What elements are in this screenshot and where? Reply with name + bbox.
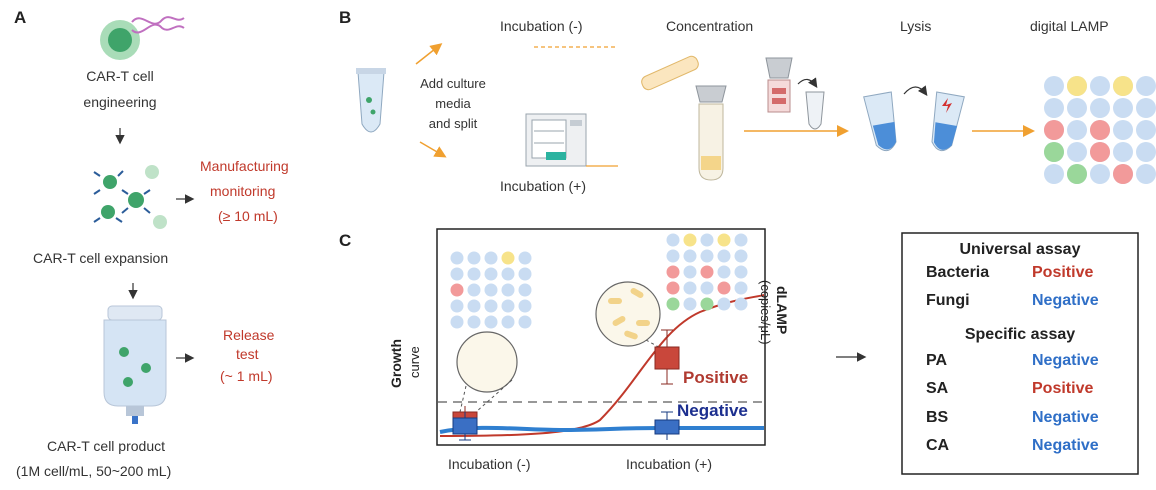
result-row-label: Fungi	[926, 292, 970, 309]
y-axis-left-line2: curve	[407, 346, 422, 378]
lysis-tube-right-icon	[931, 91, 965, 152]
add-culture-line3: and split	[428, 116, 478, 131]
x-tick-incubation-minus: Incubation (-)	[448, 456, 531, 472]
concentration-label: Concentration	[666, 18, 754, 34]
y-axis-left-line1: Growth	[388, 339, 404, 388]
incubation-plus-label: Incubation (+)	[500, 178, 586, 194]
concentration-tube-icon	[695, 85, 727, 181]
result-row-value: Positive	[1032, 380, 1094, 397]
result-row-label: SA	[926, 380, 949, 397]
arrow-split-down	[419, 141, 447, 158]
manufacturing-label-line1: Manufacturing	[200, 158, 289, 174]
universal-assay-title: Universal assay	[959, 241, 1081, 258]
result-row-value: Negative	[1032, 437, 1099, 454]
lysis-label: Lysis	[900, 18, 932, 34]
step-expansion: CAR-T cell expansion	[33, 250, 169, 266]
add-culture-line1: Add culture	[420, 76, 486, 91]
dlamp-chip-icon	[1044, 76, 1156, 184]
panel-b-letter: B	[339, 8, 352, 27]
result-row-label: Bacteria	[926, 264, 990, 281]
release-label-line2: test	[236, 346, 259, 362]
result-row-value: Negative	[1032, 409, 1099, 426]
panel-a-graphics	[93, 16, 195, 424]
boxplot-plus-negative	[654, 411, 680, 440]
y-axis-right-line1: dLAMP	[774, 286, 790, 335]
manufacturing-label-line2: monitoring	[210, 183, 276, 199]
iv-bag-icon	[103, 305, 167, 424]
sample-tube-icon	[356, 68, 386, 133]
lysis-tube-left-icon	[863, 91, 897, 152]
incubation-minus-label: Incubation (-)	[500, 18, 583, 34]
well-grid-minus-icon	[450, 251, 532, 329]
panel-a-letter: A	[14, 8, 27, 27]
plot-frame	[436, 228, 766, 446]
step-engineering-line1: CAR-T cell	[86, 68, 154, 84]
well-grid-plus-icon	[666, 233, 748, 311]
step-product-line2: (1M cell/mL, 50~200 mL)	[16, 463, 172, 479]
dna-helix-icon	[131, 16, 185, 34]
negative-curve-label: Negative	[677, 401, 748, 420]
pipette-icon	[641, 55, 699, 91]
expanding-cells-icon	[93, 165, 167, 229]
microtube-icon	[805, 91, 825, 130]
result-row-label: PA	[926, 352, 948, 369]
add-culture-line2: media	[435, 96, 471, 111]
result-row-label: BS	[926, 409, 949, 426]
boxplot-plus-positive	[654, 329, 680, 385]
panel-c-graphics	[436, 228, 1139, 475]
filter-device-icon	[765, 57, 793, 113]
car-t-cell-icon	[100, 20, 140, 60]
result-row-label: CA	[926, 437, 950, 454]
magnifier-bacteria-icon	[595, 281, 665, 351]
negative-growth-curve	[439, 425, 764, 434]
release-label-line1: Release	[223, 327, 275, 343]
panel-b-graphics	[356, 43, 1156, 184]
step-product-line1: CAR-T cell product	[47, 438, 166, 454]
arrow-lysis	[903, 85, 928, 96]
digital-lamp-label: digital LAMP	[1030, 18, 1109, 34]
result-row-value: Negative	[1032, 352, 1099, 369]
result-row-value: Negative	[1032, 292, 1099, 309]
result-row-value: Positive	[1032, 264, 1094, 281]
manufacturing-label-line3: (≥ 10 mL)	[218, 208, 278, 224]
incubator-icon	[525, 113, 587, 167]
step-engineering-line2: engineering	[83, 94, 157, 110]
magnifier-empty-icon	[456, 331, 518, 413]
arrow-split-up	[415, 43, 443, 65]
y-axis-right-line2: (copies/μL)	[758, 280, 773, 345]
results-box-frame	[901, 232, 1139, 475]
release-label-line3: (~ 1 mL)	[220, 368, 273, 384]
arrow-transfer	[797, 77, 818, 88]
panel-c-letter: C	[339, 231, 352, 250]
specific-assay-title: Specific assay	[964, 326, 1076, 343]
positive-curve-label: Positive	[683, 368, 749, 387]
boxplot-minus-negative	[452, 412, 478, 441]
x-tick-incubation-plus: Incubation (+)	[626, 456, 712, 472]
